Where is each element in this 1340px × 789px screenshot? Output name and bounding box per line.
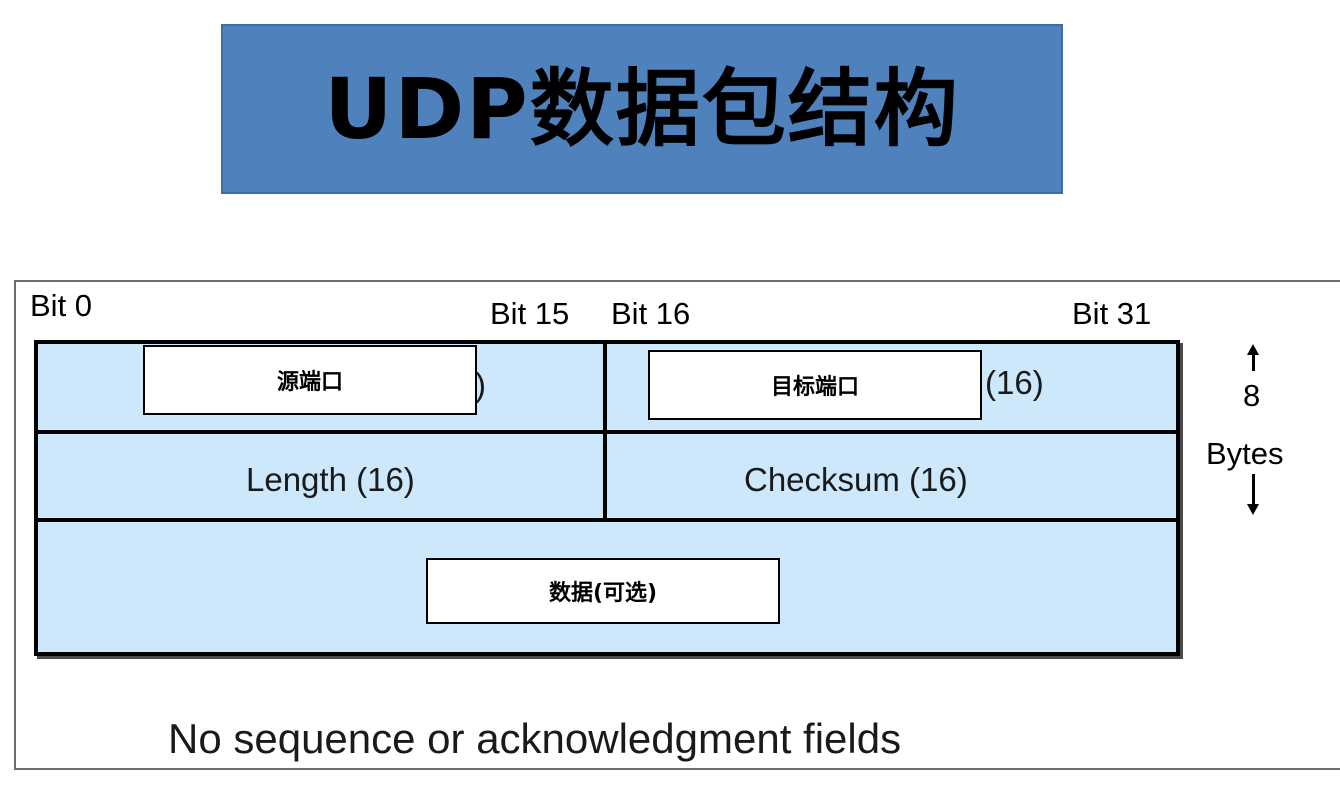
arrow-up-shaft — [1252, 353, 1255, 371]
column-divider — [603, 344, 607, 522]
header-size-value: 8 — [1243, 378, 1261, 413]
bit-16-label: Bit 16 — [611, 296, 691, 331]
page-title: UDP数据包结构 — [324, 60, 960, 158]
bit-0-label: Bit 0 — [30, 288, 93, 323]
arrow-down-shaft — [1252, 474, 1255, 506]
destination-port-suffix: (16) — [985, 364, 1044, 401]
bit-15-label: Bit 15 — [490, 296, 570, 331]
data-field-label: 数据(可选) — [426, 558, 780, 624]
length-field: Length (16) — [246, 461, 415, 498]
source-port-label: 源端口 — [143, 345, 477, 415]
arrow-down-icon — [1247, 504, 1259, 515]
row-divider-1 — [38, 430, 1176, 434]
header-size-unit: Bytes — [1206, 436, 1284, 471]
title-banner: UDP数据包结构 — [221, 24, 1063, 194]
source-port-suffix: ) — [475, 366, 486, 403]
arrow-up-icon — [1247, 344, 1259, 355]
footer-note: No sequence or acknowledgment fields — [168, 715, 902, 762]
bit-31-label: Bit 31 — [1072, 296, 1152, 331]
row-divider-2 — [38, 518, 1176, 522]
checksum-field: Checksum (16) — [744, 461, 968, 498]
destination-port-label: 目标端口 — [648, 350, 982, 420]
